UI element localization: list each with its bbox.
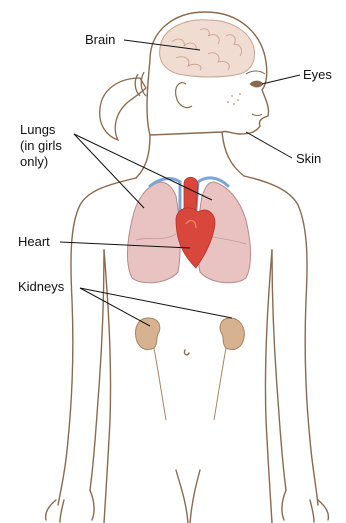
left-lung bbox=[128, 182, 181, 283]
torso-right bbox=[265, 250, 272, 523]
groin bbox=[176, 470, 200, 523]
right-arm-outer bbox=[244, 176, 318, 505]
right-arm-inner bbox=[272, 250, 286, 490]
lungs-leader-2 bbox=[74, 134, 212, 200]
left-arm-outer bbox=[58, 178, 136, 505]
right-hand bbox=[282, 490, 329, 522]
label-lungs-line3: only) bbox=[20, 154, 48, 169]
torso-left bbox=[104, 250, 111, 523]
label-lungs-line1: Lungs bbox=[20, 122, 56, 137]
right-kidney bbox=[220, 318, 244, 350]
neck-right bbox=[222, 132, 244, 176]
skin-leader bbox=[246, 132, 292, 158]
ponytail bbox=[100, 78, 146, 140]
left-arm-inner bbox=[90, 250, 104, 490]
kidneys-organ bbox=[136, 318, 245, 420]
eyes-leader bbox=[262, 75, 300, 84]
left-kidney bbox=[136, 318, 160, 350]
neck-left bbox=[136, 135, 150, 178]
kidneys-leader-1 bbox=[80, 288, 150, 326]
head bbox=[100, 12, 269, 140]
aorta bbox=[184, 177, 198, 212]
label-brain: Brain bbox=[85, 32, 115, 47]
left-ureter bbox=[154, 348, 166, 420]
label-kidneys: Kidneys bbox=[18, 279, 65, 294]
label-heart: Heart bbox=[18, 234, 50, 249]
lungs-leader-1 bbox=[74, 134, 144, 208]
navel bbox=[184, 350, 189, 355]
label-eyes: Eyes bbox=[303, 67, 332, 82]
label-skin: Skin bbox=[296, 151, 321, 166]
left-hand bbox=[46, 490, 95, 522]
right-ureter bbox=[214, 348, 226, 420]
label-lungs-line2: (in girls bbox=[20, 138, 62, 153]
